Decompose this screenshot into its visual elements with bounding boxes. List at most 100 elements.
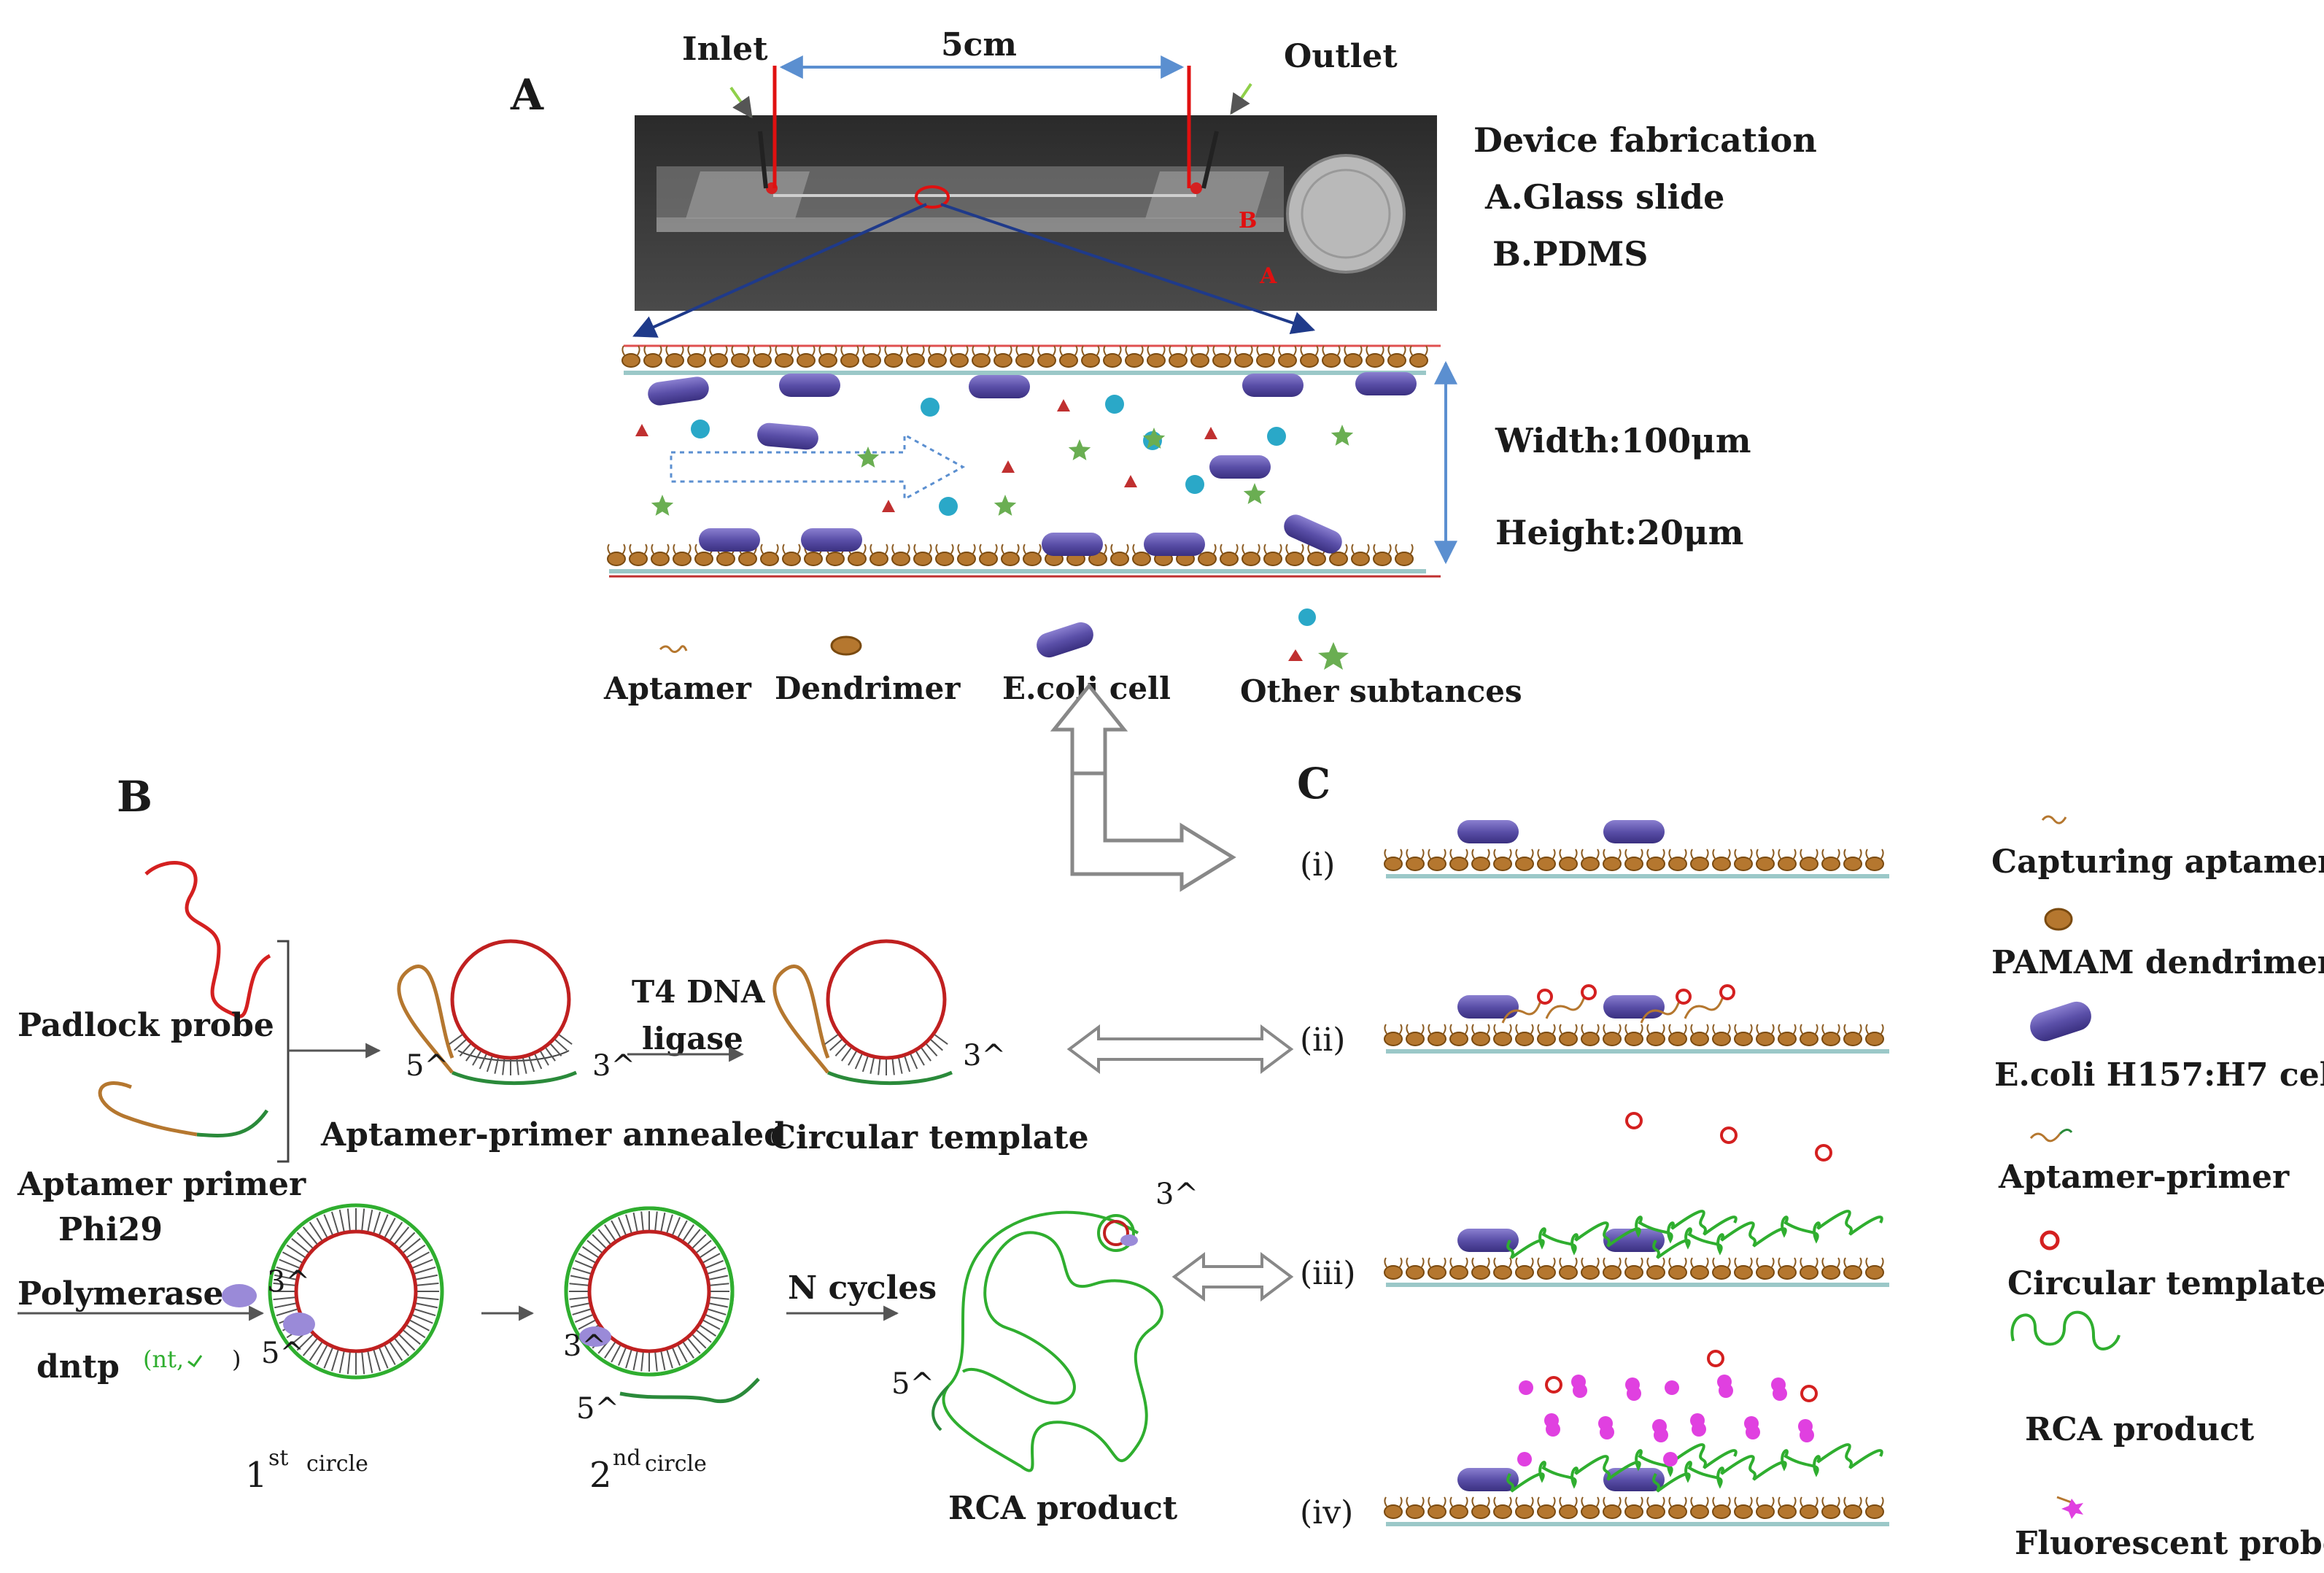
dendrimer — [1322, 353, 1341, 368]
dendrimer — [651, 552, 670, 566]
width-label: Width:100μm — [1495, 421, 1751, 460]
dendrimer — [1668, 1032, 1687, 1046]
dendrimer — [1734, 857, 1753, 871]
dendrimer — [665, 353, 684, 368]
fluorescent-probe — [1719, 1383, 1733, 1398]
dendrimer — [1406, 1504, 1425, 1519]
dendrimer — [738, 552, 757, 566]
dendrimer — [1471, 1265, 1490, 1280]
dendrimer — [1125, 353, 1144, 368]
dendrimer — [621, 353, 640, 368]
dendrimer — [1800, 857, 1818, 871]
dendrimer — [1821, 1032, 1840, 1046]
star-particle — [1068, 439, 1091, 460]
fluorescent-probe — [1746, 1425, 1760, 1439]
dendrimer — [1409, 353, 1428, 368]
dendrimer — [1603, 857, 1622, 871]
ecoli-cell — [1457, 1468, 1519, 1491]
dendrimer — [1712, 1032, 1731, 1046]
dendrimer — [1471, 1504, 1490, 1519]
fluorescent-probe — [1773, 1386, 1787, 1401]
circular-template-mark — [1545, 1376, 1562, 1394]
dendrimer — [1384, 1032, 1403, 1046]
dendrimer — [1800, 1265, 1818, 1280]
dntp-label: dntp — [36, 1348, 120, 1385]
step-label-1: (i) — [1300, 846, 1335, 884]
padlock-probe-label: Padlock probe — [18, 1007, 274, 1044]
ecoli-cell — [1603, 995, 1665, 1019]
annealed-5-label: 5^ — [406, 1049, 449, 1083]
dendrimer — [1624, 1032, 1643, 1046]
circular-template-mark — [1581, 984, 1597, 1000]
dendrimer — [1300, 353, 1319, 368]
dendrimer — [1329, 552, 1348, 566]
dendrimer — [1537, 1265, 1556, 1280]
inlet-label: Inlet — [682, 31, 768, 68]
dendrimer — [826, 552, 845, 566]
circular-template-mark — [1537, 989, 1553, 1005]
legend-other: Other subtances — [1240, 673, 1522, 709]
dendrimer — [607, 552, 626, 566]
nt-label: (nt, — [143, 1345, 184, 1373]
dendrimer — [797, 353, 816, 368]
height-label: Height:20μm — [1495, 513, 1743, 552]
dendrimer — [1001, 552, 1020, 566]
triangle-particle — [635, 424, 648, 436]
link-arrow-ii — [1066, 1024, 1294, 1074]
teal-particle — [1105, 395, 1124, 414]
glass-slide-label: A.Glass slide — [1484, 177, 1724, 217]
photo-mark-a: A — [1259, 263, 1277, 289]
aptamer-primer-icon — [196, 1109, 269, 1137]
ecoli-cell — [1457, 820, 1519, 843]
dendrimer — [643, 353, 662, 368]
ligase-label-2: ligase — [642, 1021, 743, 1056]
dendrimer — [1624, 1504, 1643, 1519]
dendrimer — [760, 552, 779, 566]
dendrimer — [753, 353, 772, 368]
ecoli-cell — [801, 528, 862, 552]
circular-template-mark — [1800, 1385, 1818, 1402]
first-circle-diagram — [268, 1203, 444, 1380]
circular-template-icon — [2040, 1230, 2060, 1251]
dendrimer — [1471, 1032, 1490, 1046]
dendrimer — [913, 552, 932, 566]
dendrimer — [1865, 857, 1884, 871]
ecoli-cell — [779, 374, 840, 397]
dendrimer — [1220, 552, 1239, 566]
outlet-label: Outlet — [1284, 38, 1398, 75]
circular-template-mark — [1720, 1126, 1738, 1144]
dendrimer — [1646, 1504, 1665, 1519]
polymerase-bound-icon — [283, 1313, 315, 1336]
dendrimer — [891, 552, 910, 566]
dendrimer — [1110, 552, 1129, 566]
dendrimer — [1384, 1265, 1403, 1280]
polymerase-bound-2-icon — [579, 1326, 611, 1347]
dendrimer — [1373, 552, 1392, 566]
ecoli-h157-icon — [2030, 1001, 2091, 1042]
dendrimer — [1778, 1032, 1797, 1046]
ecoli-cell — [1355, 372, 1417, 395]
dendrimer — [1384, 857, 1403, 871]
teal-particle — [1267, 427, 1286, 446]
dendrimer — [694, 552, 713, 566]
legend-dendrimer: Dendrimer — [775, 670, 961, 706]
star-particle — [1142, 428, 1166, 449]
dendrimer — [1690, 857, 1709, 871]
dendrimer — [1668, 1265, 1687, 1280]
dendrimer — [1515, 1265, 1534, 1280]
microchannel — [607, 344, 1457, 578]
circular-template — [772, 939, 953, 1086]
dendrimer — [1734, 1265, 1753, 1280]
dendrimer — [1515, 857, 1534, 871]
fluorescent-probe — [1692, 1422, 1706, 1437]
dendrimer — [804, 552, 823, 566]
dendrimer — [1581, 1265, 1600, 1280]
dendrimer — [1646, 1032, 1665, 1046]
rca-strand — [1652, 1443, 1883, 1493]
dendrimer — [979, 552, 998, 566]
dendrimer — [1778, 1265, 1797, 1280]
dendrimer — [1449, 1032, 1468, 1046]
dendrimer — [848, 552, 867, 566]
dendrimer — [1366, 353, 1384, 368]
first-circle-sup: st — [268, 1445, 288, 1471]
